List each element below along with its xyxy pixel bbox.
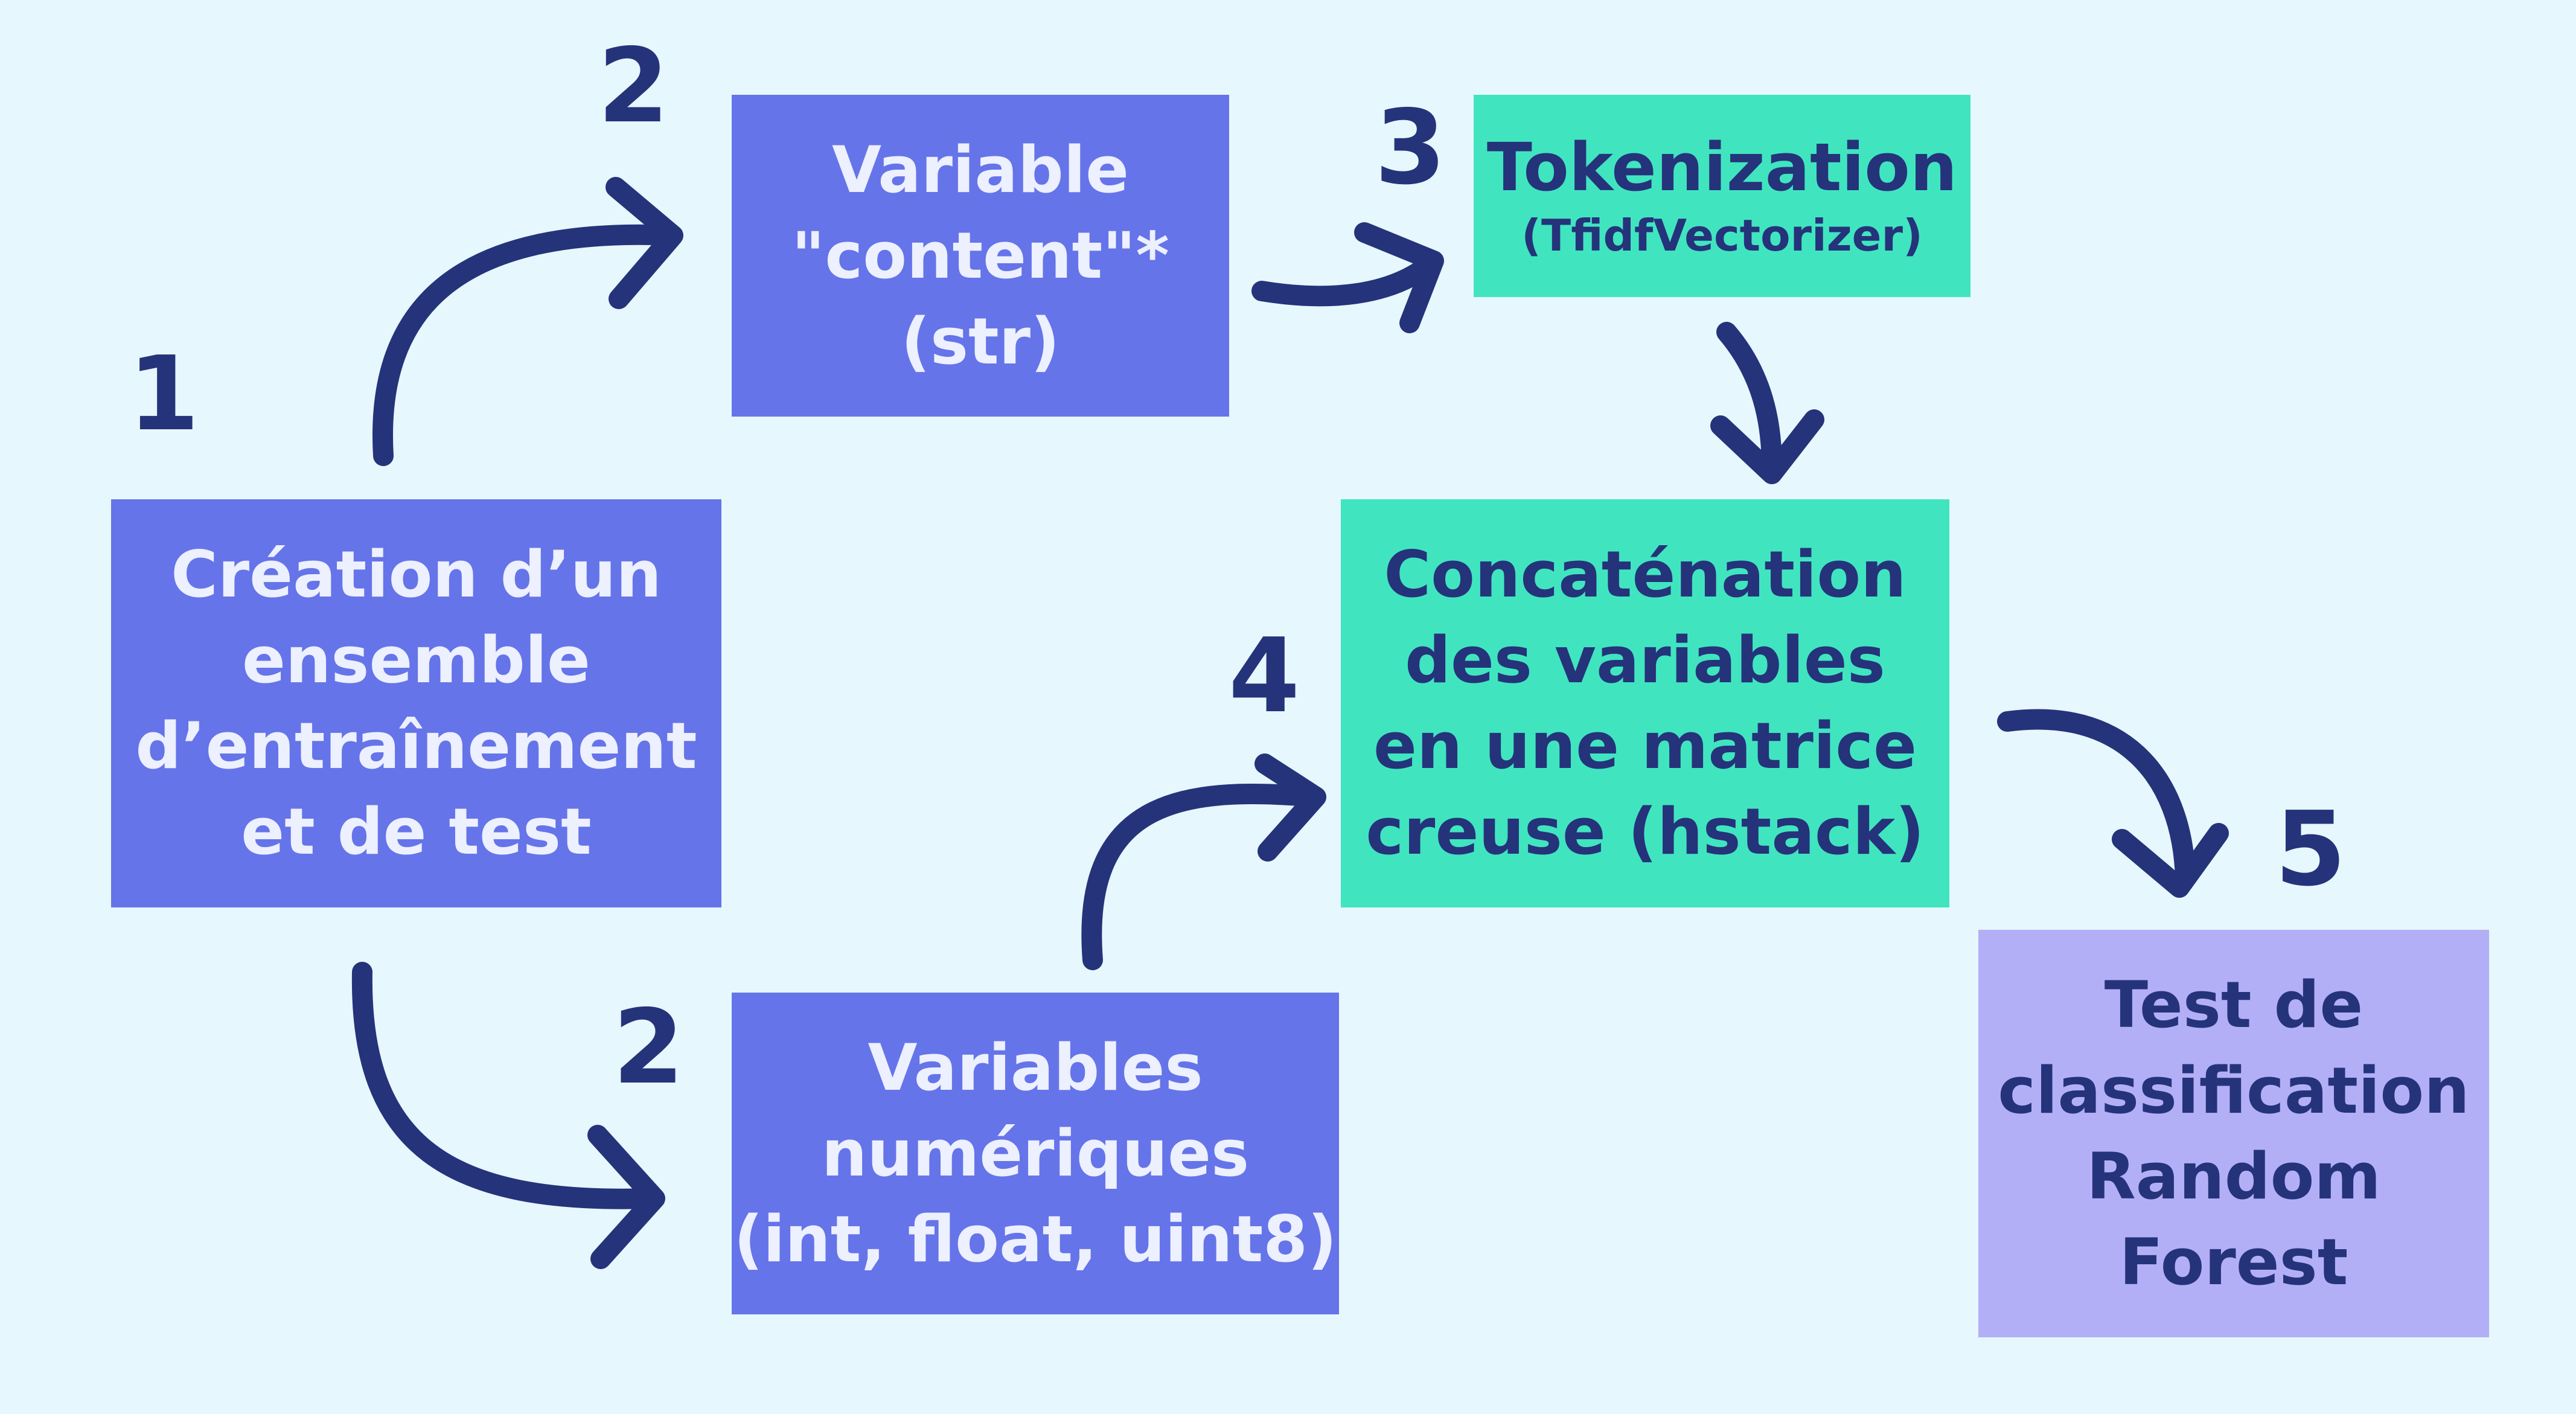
arrow-3-to-4 xyxy=(1710,322,1824,484)
arrow-2a-to-3 xyxy=(1251,222,1444,333)
step-4-box: Concaténation des variables en une matri… xyxy=(1341,499,1949,907)
step-2b-label: Variables numériques (int, float, uint8) xyxy=(733,1030,1337,1276)
step-5-label: Test de classification Random Forest xyxy=(1998,967,2470,1299)
step-1-box: Création d’un ensemble d’entraînement et… xyxy=(111,499,721,907)
step-3-box: Tokenization (TfidfVectorizer) xyxy=(1474,95,1970,297)
step-number-3: 3 xyxy=(1375,88,1446,208)
step-number-2b: 2 xyxy=(613,988,685,1107)
step-2b-box: Variables numériques (int, float, uint8) xyxy=(732,993,1339,1314)
step-3-subtitle: (TfidfVectorizer) xyxy=(1521,210,1923,261)
step-2a-label: Variable "content"* (str) xyxy=(791,132,1169,379)
arrow-4-to-5 xyxy=(1997,709,2229,898)
arrow-1-to-2a xyxy=(372,177,683,466)
step-1-label: Création d’un ensemble d’entraînement et… xyxy=(135,537,697,869)
step-number-2a: 2 xyxy=(598,27,670,146)
arrow-1-to-2b xyxy=(351,962,665,1269)
arrow-2b-to-4 xyxy=(1081,753,1326,970)
step-2a-box: Variable "content"* (str) xyxy=(732,95,1229,417)
step-number-1: 1 xyxy=(128,334,200,454)
step-3-title: Tokenization xyxy=(1486,128,1958,206)
step-4-label: Concaténation des variables en une matri… xyxy=(1366,537,1925,869)
step-number-5: 5 xyxy=(2275,790,2347,909)
step-number-4: 4 xyxy=(1229,616,1300,736)
step-5-box: Test de classification Random Forest xyxy=(1978,930,2489,1337)
